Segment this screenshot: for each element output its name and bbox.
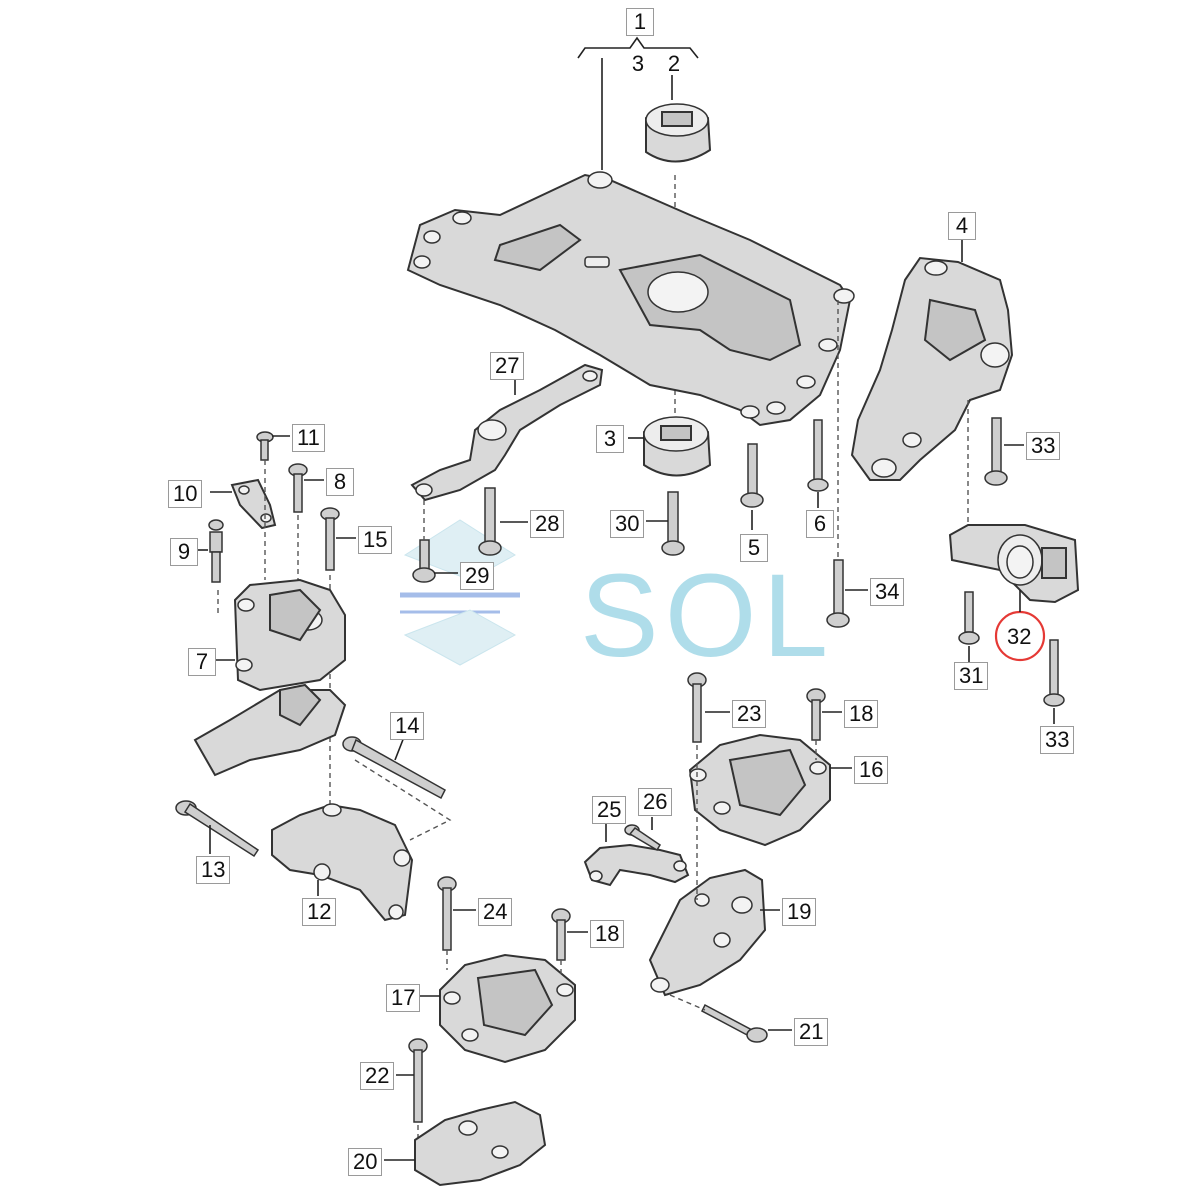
callout-22: 22 [360, 1062, 395, 1090]
callout-31: 31 [954, 662, 989, 690]
callout-27: 27 [490, 352, 525, 380]
callout-3: 3 [596, 425, 624, 453]
callout-33-upper: 33 [1026, 432, 1061, 460]
callout-7: 7 [188, 648, 216, 676]
callout-3-group: 3 [631, 51, 645, 76]
callout-10: 10 [168, 480, 203, 508]
callout-14: 14 [390, 712, 425, 740]
callout-25: 25 [592, 796, 627, 824]
bolt-6-part [807, 419, 829, 492]
bracket-19-part [648, 868, 767, 997]
bush-housing-32-part [948, 524, 1080, 604]
bolt-13-part [175, 800, 260, 858]
bolt-22-part [408, 1038, 428, 1123]
callout-2: 2 [667, 51, 681, 76]
callout-30: 30 [610, 510, 645, 538]
callout-19: 19 [782, 898, 817, 926]
rubber-bush-2-part [645, 103, 712, 163]
bolt-23-part [687, 672, 707, 743]
bolt-5-part [740, 443, 764, 508]
bolt-14-part [342, 736, 446, 800]
watermark-text: SOL [580, 550, 835, 682]
callout-18-lower: 18 [590, 920, 625, 948]
bolt-28-part [478, 487, 502, 556]
bolt-18a-part [806, 688, 826, 741]
bolt-21-part [701, 1003, 768, 1043]
callout-28: 28 [530, 510, 565, 538]
callout-33-lower: 33 [1040, 726, 1075, 754]
watermark-logo-icon [400, 519, 520, 666]
callout-12: 12 [302, 898, 337, 926]
bolt-11-part [256, 431, 274, 461]
callout-9: 9 [170, 538, 198, 566]
callout-23: 23 [732, 700, 767, 728]
callout-34: 34 [870, 578, 905, 606]
bolt-24-part [437, 876, 457, 951]
callout-17: 17 [386, 984, 421, 1012]
callout-21: 21 [794, 1018, 829, 1046]
bracket-25-part [583, 843, 690, 887]
callout-32-highlighted: 32 [1007, 624, 1032, 649]
subframe-part [406, 171, 855, 427]
bolt-9-part [208, 519, 224, 583]
transmission-mount-17-part [439, 953, 576, 1064]
callout-16: 16 [854, 756, 889, 784]
axis-21 [669, 994, 706, 1011]
callout-26: 26 [638, 788, 673, 816]
callout-29: 29 [460, 562, 495, 590]
callout-6: 6 [806, 510, 834, 538]
bolt-34-part [826, 559, 850, 628]
rubber-bush-3-part [643, 416, 712, 477]
callout-8: 8 [326, 468, 354, 496]
axis-14 [354, 759, 452, 841]
callout-11: 11 [292, 424, 325, 452]
callout-4: 4 [948, 212, 976, 240]
bolt-26-part [624, 824, 662, 852]
callout-18-upper: 18 [844, 700, 879, 728]
bolt-33b-part [1043, 639, 1065, 707]
torque-arm-27-part [410, 363, 604, 502]
bracket-12-part [271, 803, 414, 922]
bolt-33a-part [984, 417, 1008, 486]
bolt-29-part [412, 539, 436, 583]
callout-5: 5 [740, 534, 768, 562]
transmission-mount-16-part [688, 733, 831, 847]
engine-mount-7-part [233, 578, 346, 692]
callout-13: 13 [196, 856, 231, 884]
bolt-18b-part [551, 908, 571, 961]
callout-15: 15 [358, 526, 393, 554]
bracket-10-part [230, 478, 277, 530]
support-frame-part [193, 683, 347, 777]
bolt-15-part [320, 507, 340, 571]
group-bracket [577, 36, 699, 59]
bracket-4-part [850, 256, 1014, 481]
bolt-31-part [958, 591, 980, 645]
bolt-30-part [661, 491, 685, 556]
bolt-8-part [288, 463, 308, 513]
callout-24: 24 [478, 898, 513, 926]
callout-1: 1 [626, 8, 654, 36]
bracket-20-part [414, 1100, 547, 1187]
callout-20: 20 [348, 1148, 383, 1176]
leader-14 [394, 736, 405, 761]
